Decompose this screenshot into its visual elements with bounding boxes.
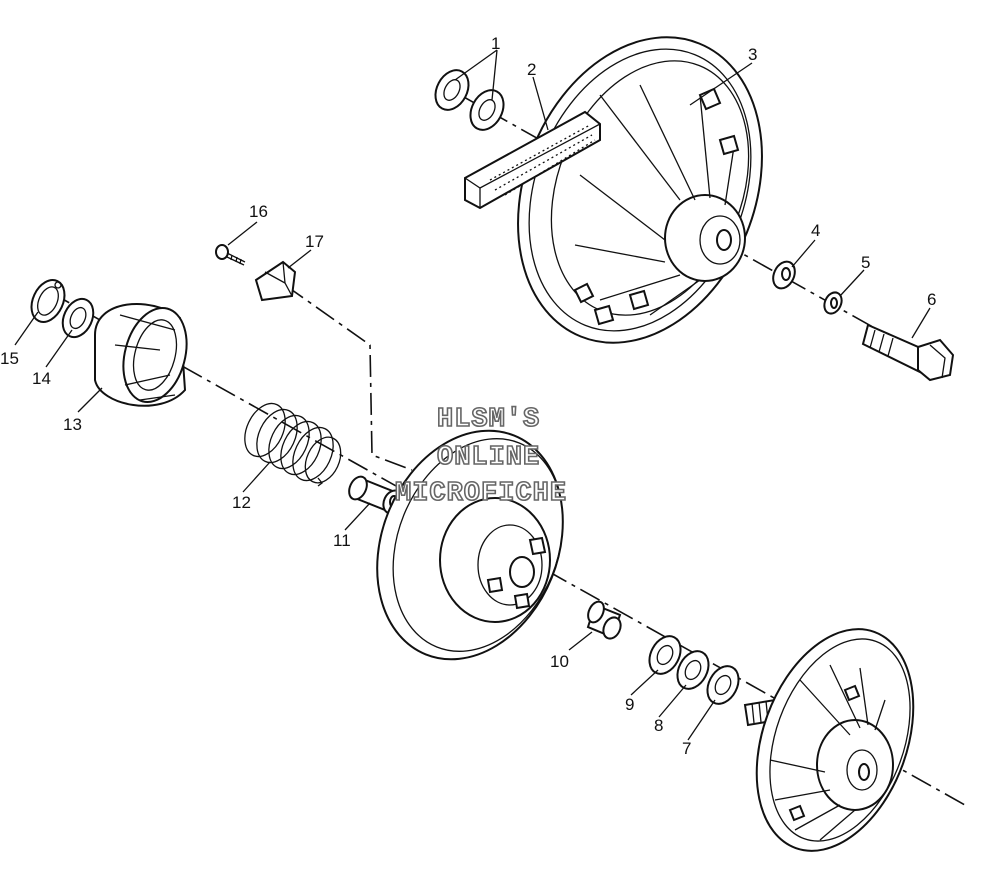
callout-14: 14: [32, 369, 51, 388]
bolt-6: [861, 323, 955, 382]
watermark: HLSM'S ONLINE MICROFICHE: [394, 404, 567, 510]
callout-13: 13: [63, 415, 82, 434]
snap-ring-15: [30, 279, 66, 323]
sheave-upper: [517, 36, 763, 344]
callout-1: 1: [491, 34, 500, 53]
watermark-line-2: ONLINE: [437, 443, 540, 473]
callout-15: 15: [0, 349, 19, 368]
callout-2: 2: [527, 60, 536, 79]
spring-pin-axis-line: [284, 284, 413, 471]
washer-4: [772, 260, 796, 290]
washer-1b: [469, 89, 505, 131]
leader-lines: [14, 49, 931, 741]
washer-14: [61, 297, 95, 339]
callout-17: 17: [305, 232, 324, 251]
spring-12: [244, 402, 342, 487]
lower-sheave: [743, 628, 915, 852]
callout-8: 8: [654, 716, 663, 735]
bushing-10: [586, 600, 622, 640]
lock-washer-5: [823, 291, 843, 315]
button-17: [254, 260, 297, 302]
watermark-line-3: MICROFICHE: [395, 479, 567, 509]
callout-6: 6: [927, 290, 936, 309]
callout-11: 11: [333, 531, 351, 550]
callout-10: 10: [550, 652, 569, 671]
callout-3: 3: [748, 45, 757, 64]
callout-5: 5: [861, 253, 870, 272]
helix-cam-13: [94, 302, 188, 407]
watermark-line-1: HLSM'S: [437, 405, 540, 435]
callout-12: 12: [232, 493, 251, 512]
callout-7: 7: [682, 739, 691, 758]
center-sheave: [376, 429, 564, 661]
callout-16: 16: [249, 202, 268, 221]
callout-4: 4: [811, 221, 820, 240]
foam-block-2: [464, 110, 601, 210]
pin-16: [215, 244, 246, 266]
callout-9: 9: [625, 695, 634, 714]
washer-1a: [434, 69, 470, 111]
